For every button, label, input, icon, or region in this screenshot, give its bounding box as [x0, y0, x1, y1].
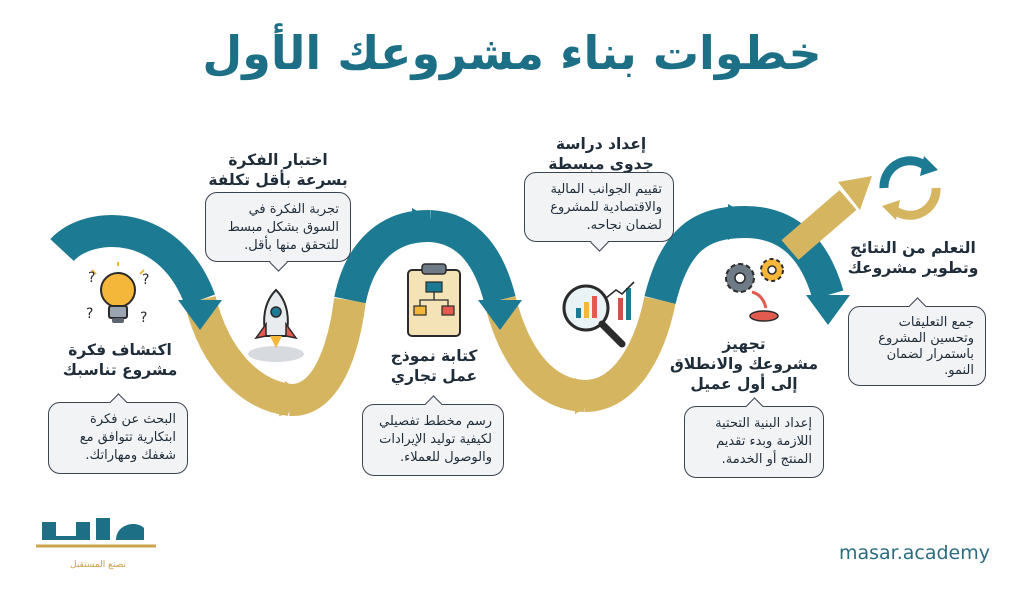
- step-3-title: كتابة نموذج عمل تجاري: [390, 347, 478, 385]
- step-6-description: جمع التعليقات وتحسين المشروع باستمرار لض…: [848, 306, 986, 386]
- svg-text:?: ?: [86, 306, 93, 322]
- rocket-icon: [248, 288, 304, 362]
- gears-button-icon: [725, 258, 784, 322]
- step-3-description: رسم مخطط تفصيلي لكيفية توليد الإيرادات و…: [362, 404, 504, 476]
- step-1-description: البحث عن فكرة ابتكارية تتوافق مع شغفك وم…: [48, 402, 188, 474]
- arrowhead-gold-3: [575, 378, 606, 414]
- arrowhead-teal-2: [412, 208, 444, 244]
- step-4-title: إعداد دراسة جدوى مبسطة: [548, 135, 654, 173]
- step-5-title: تجهيز مشروعك والانطلاق إلى أول عميل: [669, 335, 819, 393]
- arrowhead-gold-1: [278, 380, 312, 417]
- magnifier-chart-icon: [562, 281, 635, 348]
- page-title: خطوات بناء مشروعك الأول: [202, 26, 822, 80]
- path-segment-gold-5: [781, 190, 857, 260]
- step-5-description: إعداد البنية التحتية اللازمة وبدء تقديم …: [684, 406, 824, 478]
- step-6-title: التعلم من النتائج وتطوير مشروعك: [847, 239, 979, 277]
- step-1-title: اكتشاف فكرة مشروع تناسبك: [62, 341, 178, 379]
- arrowhead-teal-4: [728, 204, 760, 240]
- logo-mark: [36, 518, 156, 548]
- path-segment-teal-1: [50, 215, 216, 307]
- arrowhead-teal-3: [478, 300, 522, 330]
- path-segment-teal-3: [428, 210, 516, 305]
- svg-text:?: ?: [88, 270, 95, 286]
- step-4-description: تقييم الجوانب المالية والاقتصادية للمشرو…: [524, 172, 674, 242]
- step-2-description: تجربة الفكرة في السوق بشكل مبسط للتحقق م…: [205, 192, 351, 262]
- step-2-title: اختبار الفكرة بسرعة بأقل تكلفة: [208, 151, 348, 189]
- arrowhead-teal-5: [806, 295, 850, 325]
- website-link[interactable]: masar.academy: [838, 542, 990, 564]
- clipboard-flowchart-icon: [407, 263, 461, 337]
- lightbulb-icon: ? ? ? ?: [86, 262, 149, 326]
- arrowhead-gold-5: [838, 176, 872, 210]
- brand-tagline: نصنع المستقبل: [70, 560, 126, 570]
- arrowhead-teal-1: [178, 300, 222, 330]
- svg-text:?: ?: [142, 272, 149, 288]
- svg-text:?: ?: [140, 310, 147, 326]
- cycle-arrows-icon: [879, 156, 941, 220]
